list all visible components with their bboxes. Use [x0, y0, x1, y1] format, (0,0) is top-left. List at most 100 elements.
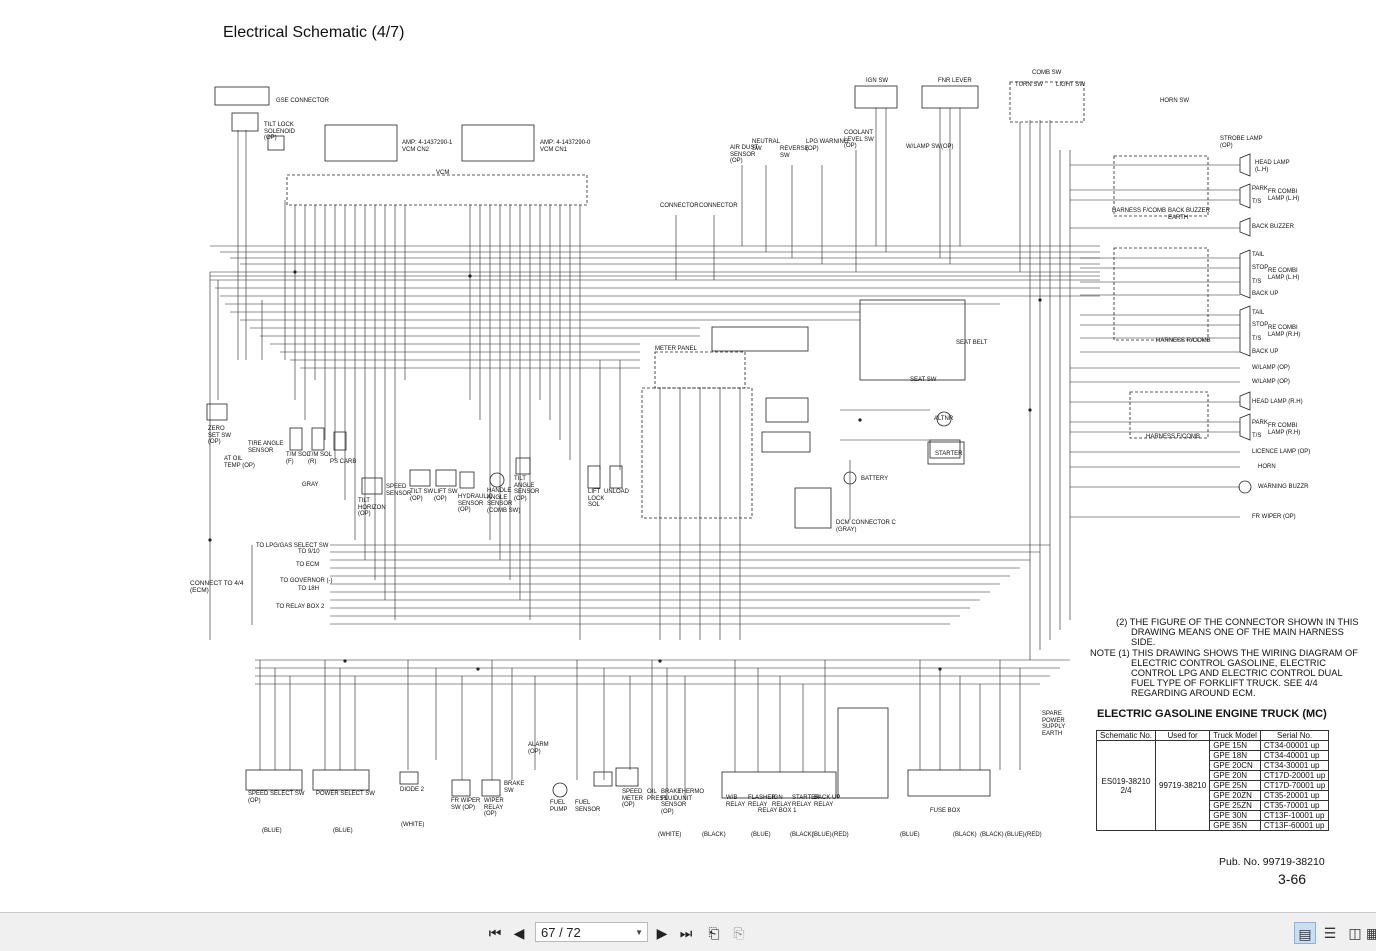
to-18h-label: TO 18H [298, 586, 319, 592]
speed-select-label: SPEED SELECT SW (OP) [248, 791, 305, 804]
schematic-info-table: Schematic No. Used for Truck Model Seria… [1095, 730, 1330, 831]
page-indicator: 67 / 72 [541, 925, 581, 940]
hydraulic-sensor-label: HYDRAULIC SENSOR (OP) [458, 494, 493, 514]
gse-connector-label: GSE CONNECTOR [276, 98, 329, 104]
ts-re-lh-label: T/S [1252, 279, 1262, 285]
dcm-connector-label: DCM CONNECTOR C (GRAY) [836, 520, 896, 533]
tail-rh-label: TAIL [1252, 310, 1265, 316]
fr-wiper-label: FR WIPER (OP) [1252, 514, 1296, 520]
ign-relay-label: IGN RELAY [772, 795, 792, 808]
brake-fluid-label: BRAKE FLUID SENSOR (OP) [661, 789, 687, 815]
truck-title: ELECTRIC GASOLINE ENGINE TRUCK (MC) [1097, 708, 1327, 720]
blue-label-1: (BLUE) [262, 828, 282, 834]
publication-number: Pub. No. 99719-38210 [1219, 856, 1325, 868]
serial-no-cell: CT34-40001 up [1259, 750, 1330, 761]
table-header: Used for [1155, 730, 1211, 741]
head-lamp-rh-label: HEAD LAMP (R.H) [1252, 399, 1303, 405]
unload-label: UNLOAD [604, 489, 630, 495]
note-line: REGARDING AROUND ECM. [1131, 688, 1256, 698]
fuel-sensor-label: FUEL SENSOR [575, 800, 601, 813]
spare-power-label: SPARE POWER SUPPLY EARTH [1042, 711, 1066, 737]
tilt-horizon-label: TILT HORIZON (OP) [358, 498, 386, 518]
thermo-unit-label: THERMO UNIT [678, 789, 704, 802]
blue-label-6: (BLUE) [1005, 832, 1025, 838]
ts-lh-label: T/S [1252, 199, 1262, 205]
note-line: ELECTRIC CONTROL GASOLINE, ELECTRIC [1131, 658, 1326, 668]
diode-label: DIODE 2 [400, 787, 425, 793]
red-label-2: (RED) [1025, 832, 1042, 838]
single-page-view-icon[interactable]: ▤ [1294, 922, 1316, 944]
brake-sw-label: BRAKE SW [504, 781, 525, 794]
chevron-down-icon[interactable]: ▼ [635, 928, 643, 937]
wlamp-2-label: W/LAMP (OP) [1252, 379, 1290, 385]
next-page-icon[interactable]: ▶ [656, 925, 668, 941]
table-header: Schematic No. [1095, 730, 1157, 741]
prev-page-icon[interactable]: ◀ [513, 925, 525, 941]
speed-meter-label: SPEED METER (OP) [622, 789, 643, 809]
two-page-continuous-view-icon[interactable]: ▦ [1366, 925, 1376, 941]
blue-label-3: (BLUE) [751, 832, 771, 838]
note-line: NOTE (1) THIS DRAWING SHOWS THE WIRING D… [1090, 648, 1358, 658]
document-page: Electrical Schematic (4/7) [0, 24, 1376, 913]
last-page-icon[interactable]: ⏭ [679, 925, 693, 941]
coolant-label: COOLANT LEVEL SW (OP) [844, 130, 874, 150]
wiper-relay-label: WIPER RELAY (OP) [484, 798, 504, 818]
turn-sw-label: TURN SW [1015, 82, 1043, 88]
serial-no-cell: CT13F-10001 up [1259, 810, 1330, 821]
blue-label-5: (BLUE) [900, 832, 920, 838]
black-label-2: (BLACK) [790, 832, 814, 838]
two-page-view-icon[interactable]: ◫ [1348, 925, 1362, 941]
tilt-sw-label: TILT SW (OP) [410, 489, 434, 502]
tm-sol-f-label: T/M SOL (F) [286, 452, 311, 465]
go-forward-icon[interactable]: ⎘ [733, 925, 745, 941]
wb-relay-label: W/B RELAY [726, 795, 746, 808]
zero-set-label: ZERO SET SW (OP) [208, 426, 231, 446]
tail-lh-label: TAIL [1252, 252, 1265, 258]
wlamp-1-label: W/LAMP (OP) [1252, 365, 1290, 371]
viewer-toolbar: ⏮ ◀ 67 / 72 ▼ ▶ ⏭ ⎗ ⎘ ▤ ☰ ◫ ▦ [0, 913, 1376, 951]
fr-combi-rh-label: FR COMBI LAMP (R.H) [1268, 423, 1301, 436]
amp-cn1-label: AMP: 4-1437290-0 VCM CN1 [540, 140, 591, 153]
ign-sw-label: IGN SW [866, 78, 888, 84]
fr-wiper-sw-label: FR WIPER SW (OP) [451, 798, 481, 811]
horn-label: HORN [1258, 464, 1276, 470]
note-line: (2) THE FIGURE OF THE CONNECTOR SHOWN IN… [1116, 617, 1359, 627]
fuse-box-label: FUSE BOX [930, 808, 961, 814]
fnr-lever-label: FNR LEVER [938, 78, 972, 84]
amp-cn2-label: AMP: 4-1437290-1 VCM CN2 [402, 140, 453, 153]
truck-model-cell: GPE 20ZN [1209, 790, 1261, 801]
first-page-icon[interactable]: ⏮ [488, 925, 502, 941]
handle-angle-label: HANDLE ANGLE SENSOR (COMB SW) [487, 488, 521, 514]
truck-model-cell: GPE 15N [1209, 740, 1261, 751]
table-header: Serial No. [1259, 730, 1330, 741]
page-number-input[interactable]: 67 / 72 ▼ [535, 922, 648, 942]
go-back-icon[interactable]: ⎗ [708, 925, 720, 941]
wiring-schematic [206, 81, 1252, 800]
page-number: 3-66 [1278, 871, 1307, 887]
seat-sw-label: SEAT SW [910, 377, 937, 383]
serial-no-cell: CT34-00001 up [1259, 740, 1330, 751]
black-label-1: (BLACK) [702, 832, 726, 838]
white-label-2: (WHITE) [658, 832, 682, 838]
to-relay-box-label: TO RELAY BOX 2 [276, 604, 325, 610]
page-title: Electrical Schematic (4/7) [223, 24, 405, 41]
lift-sw-label: LIFT SW (OP) [434, 489, 458, 502]
park-rh-label: PARK [1252, 420, 1268, 426]
truck-model-cell: GPE 25ZN [1209, 800, 1261, 811]
back-buzzer-label: BACK BUZZER [1252, 224, 1295, 230]
power-select-label: POWER SELECT SW [316, 791, 375, 797]
truck-model-cell: GPE 25N [1209, 780, 1261, 791]
blue-label-4: (BLUE) [812, 832, 832, 838]
altnr-label: ALTNR [934, 416, 954, 422]
ps-carb-label: PS CARB [330, 459, 357, 465]
truck-model-cell: GPE 20N [1209, 770, 1261, 781]
alarm-label: ALARM (OP) [528, 742, 549, 755]
white-label-1: (WHITE) [401, 822, 425, 828]
at-oil-temp-label: AT OIL TEMP (OP) [224, 456, 255, 469]
air-dust-label: AIR DUST SENSOR (OP) [730, 145, 759, 165]
starter-label: STARTER [935, 451, 963, 457]
meter-panel-label: METER PANEL [655, 346, 697, 352]
flasher-relay-label: FLASHER RELAY [748, 795, 776, 808]
continuous-view-icon[interactable]: ☰ [1323, 925, 1337, 941]
strobe-lamp-label: STROBE LAMP (OP) [1220, 136, 1263, 149]
